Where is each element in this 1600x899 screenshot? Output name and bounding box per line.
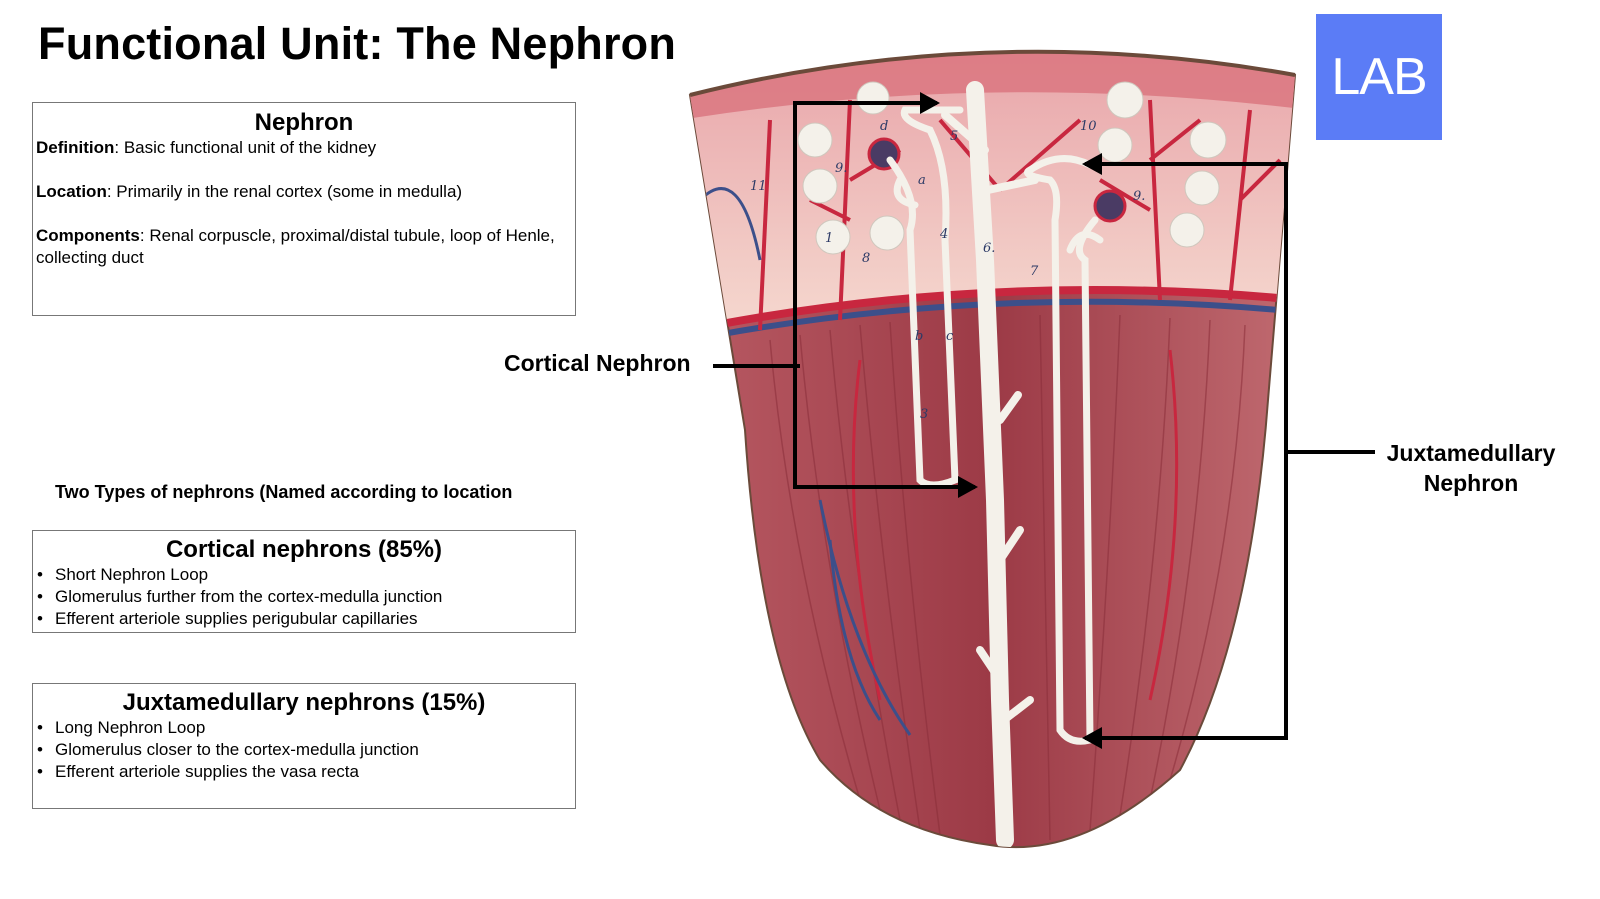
list-item: Efferent arteriole supplies perigubular … bbox=[33, 608, 575, 630]
svg-text:11: 11 bbox=[750, 179, 767, 194]
cortical-nephrons-box: Cortical nephrons (85%) Short Nephron Lo… bbox=[32, 530, 576, 633]
svg-text:8: 8 bbox=[862, 251, 870, 266]
juxta-callout-line1: Juxtamedullary bbox=[1386, 440, 1556, 466]
arrow-right-icon bbox=[920, 92, 940, 114]
types-heading: Two Types of nephrons (Named according t… bbox=[55, 482, 513, 502]
components-text: : Renal corpuscle, proximal/distal tubul… bbox=[36, 226, 555, 267]
location-label: Location bbox=[36, 182, 107, 201]
svg-text:9.: 9. bbox=[1133, 189, 1145, 204]
cortical-box-heading: Cortical nephrons (85%) bbox=[165, 536, 443, 563]
svg-text:4: 4 bbox=[939, 227, 948, 242]
nephron-info-box: Nephron Definition: Basic functional uni… bbox=[32, 102, 576, 316]
location-text: : Primarily in the renal cortex (some in… bbox=[106, 182, 463, 201]
nephron-box-heading: Nephron bbox=[254, 109, 354, 136]
svg-text:10: 10 bbox=[1080, 119, 1097, 134]
svg-text:9.: 9. bbox=[835, 161, 847, 176]
components-line: Components: Renal corpuscle, proximal/di… bbox=[36, 225, 556, 269]
list-item: Efferent arteriole supplies the vasa rec… bbox=[33, 761, 575, 783]
svg-text:3: 3 bbox=[920, 407, 928, 422]
list-item: Long Nephron Loop bbox=[33, 717, 575, 739]
components-label: Components bbox=[36, 226, 140, 245]
juxtamedullary-nephrons-box: Juxtamedullary nephrons (15%) Long Nephr… bbox=[32, 683, 576, 809]
cortical-bullet-list: Short Nephron Loop Glomerulus further fr… bbox=[33, 564, 575, 630]
juxta-bullet-list: Long Nephron Loop Glomerulus closer to t… bbox=[33, 717, 575, 783]
lab-logo: LAB bbox=[1316, 14, 1442, 140]
list-item: Short Nephron Loop bbox=[33, 564, 575, 586]
svg-text:b: b bbox=[915, 329, 923, 344]
definition-text: : Basic functional unit of the kidney bbox=[114, 138, 377, 157]
list-item: Glomerulus further from the cortex-medul… bbox=[33, 586, 575, 608]
juxta-callout-line2: Nephron bbox=[1423, 470, 1519, 496]
cortical-nephron-callout: Cortical Nephron bbox=[504, 350, 691, 376]
list-item: Glomerulus closer to the cortex-medulla … bbox=[33, 739, 575, 761]
arrow-left-icon bbox=[1082, 727, 1102, 749]
definition-label: Definition bbox=[36, 138, 115, 157]
svg-text:7: 7 bbox=[1030, 264, 1039, 279]
svg-text:c: c bbox=[946, 329, 954, 344]
page-title: Functional Unit: The Nephron bbox=[38, 18, 677, 69]
arrow-right-icon bbox=[958, 476, 978, 498]
definition-line: Definition: Basic functional unit of the… bbox=[36, 137, 575, 159]
svg-text:5: 5 bbox=[950, 129, 958, 144]
juxtamedullary-nephron-callout: Juxtamedullary Nephron bbox=[1378, 438, 1564, 498]
svg-text:1: 1 bbox=[825, 231, 833, 246]
svg-text:d: d bbox=[880, 119, 888, 134]
svg-text:6.: 6. bbox=[983, 241, 995, 256]
svg-text:a: a bbox=[918, 173, 926, 188]
location-line: Location: Primarily in the renal cortex … bbox=[36, 181, 575, 203]
juxta-box-heading: Juxtamedullary nephrons (15%) bbox=[122, 689, 486, 716]
arrow-left-icon bbox=[1082, 153, 1102, 175]
cortical-bracket bbox=[793, 101, 975, 489]
